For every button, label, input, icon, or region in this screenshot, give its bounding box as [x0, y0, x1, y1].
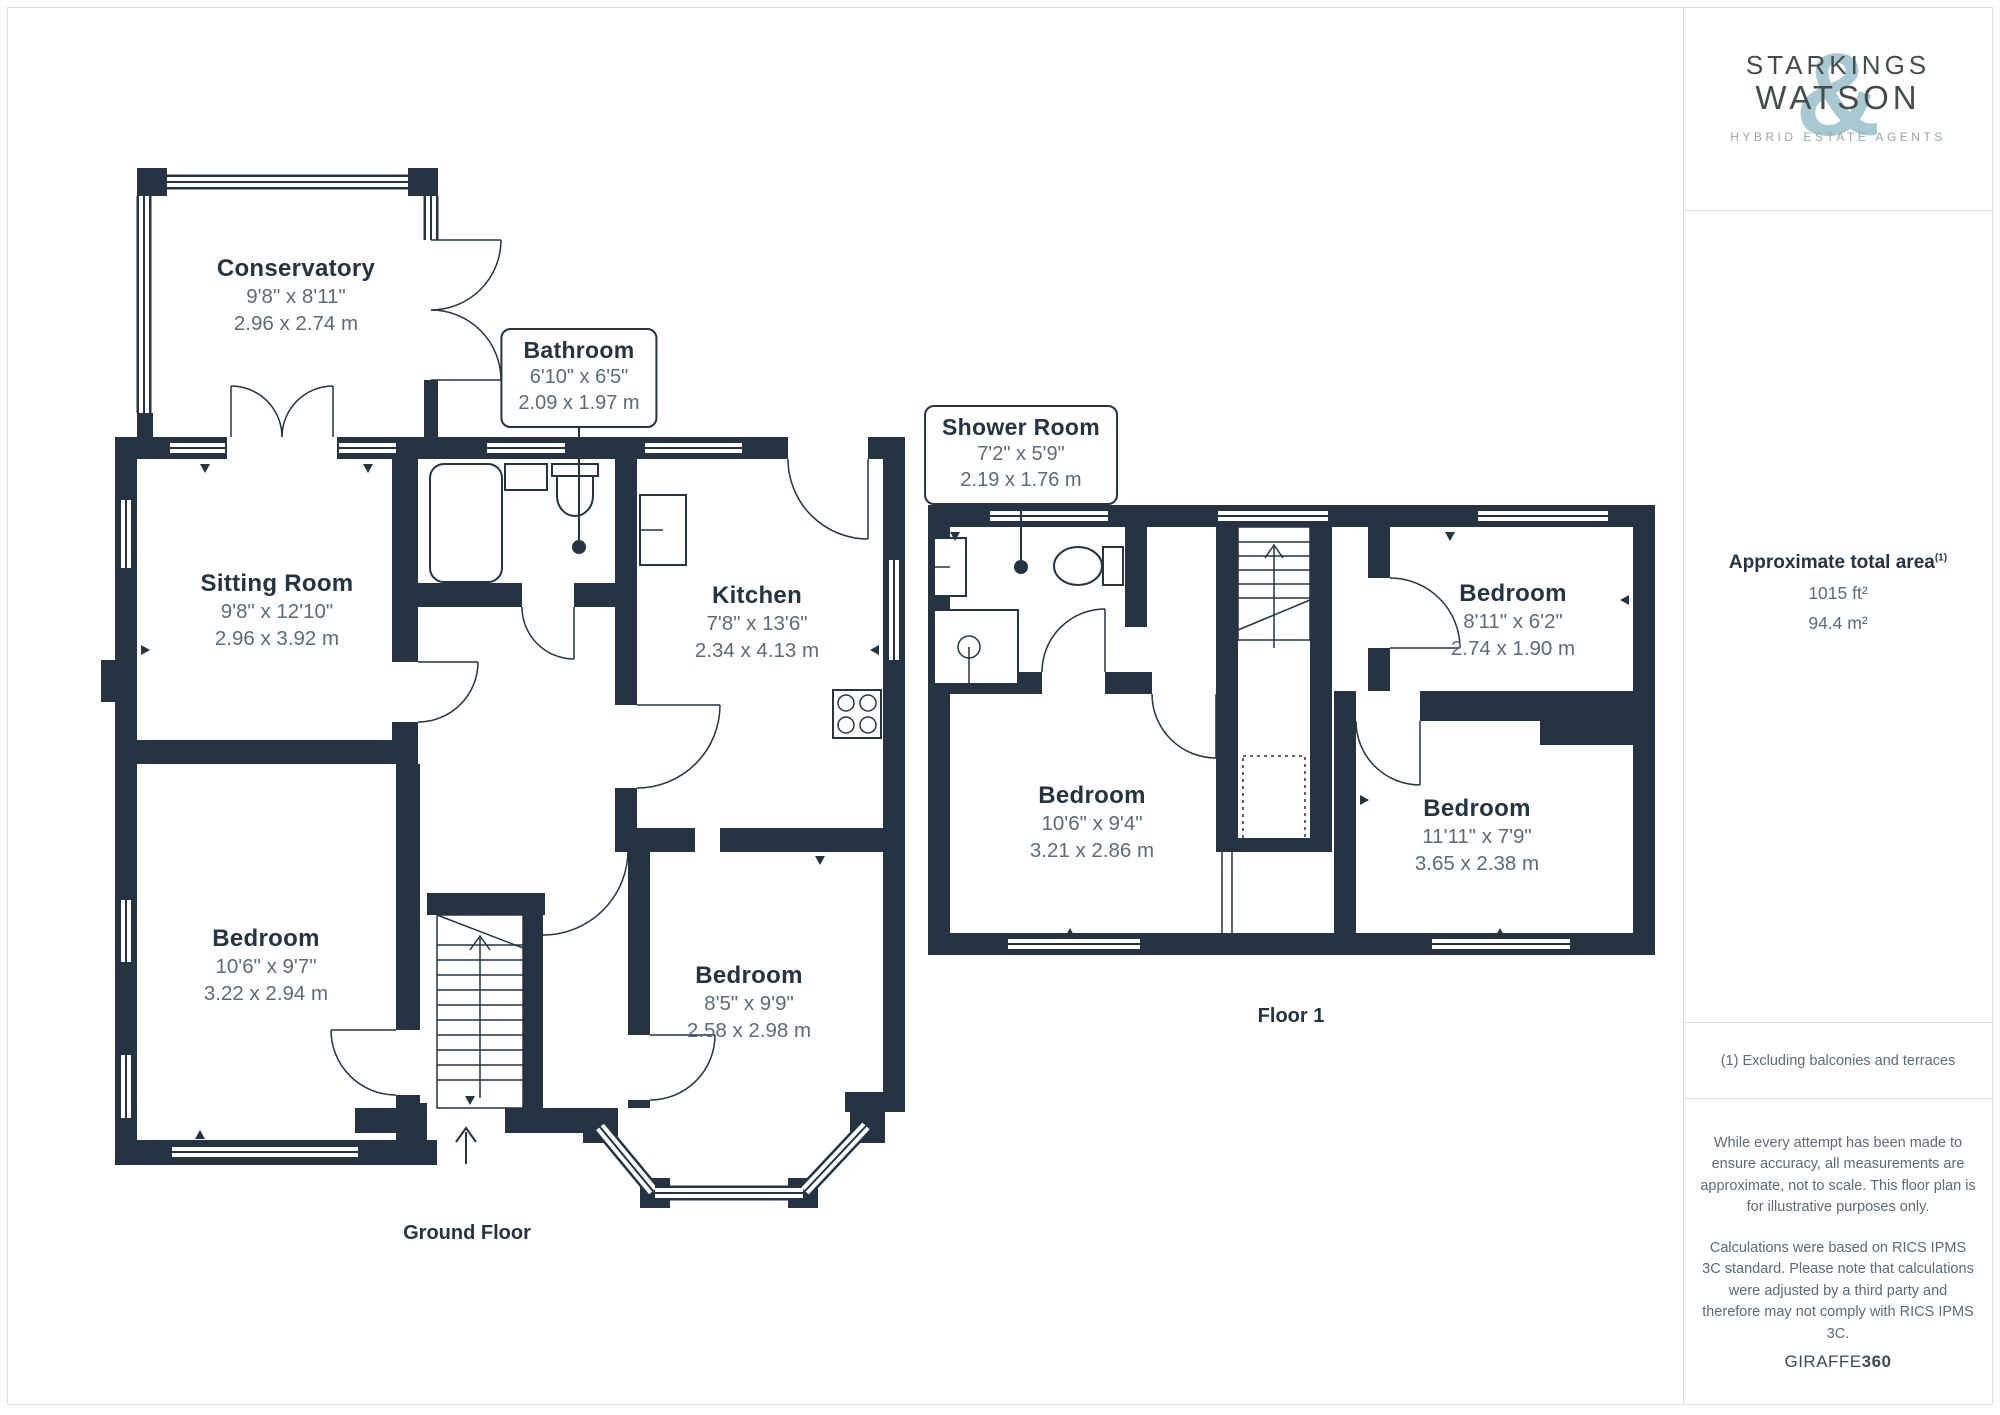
- doors: [330, 606, 721, 1101]
- logo-tagline: HYBRID ESTATE AGENTS: [1730, 130, 1946, 144]
- interior-walls: [928, 505, 1633, 933]
- ground-floor-label: Ground Floor: [403, 1222, 531, 1244]
- window: [799, 1120, 872, 1197]
- room-label-kitchen: Kitchen 7'8" x 13'6" 2.34 x 4.13 m: [694, 582, 820, 663]
- toilet-icon: [1053, 546, 1124, 586]
- stairs-icon: [1237, 526, 1311, 648]
- total-area-title: Approximate total area(1): [1728, 552, 1948, 573]
- window: [594, 1122, 659, 1196]
- room-label-bedroom-f1-br: Bedroom 11'11" x 7'9" 3.65 x 2.38 m: [1414, 795, 1540, 876]
- total-area-imperial: 1015 ft²: [1808, 583, 1868, 603]
- doors: [1041, 577, 1461, 786]
- bay-window: [583, 1108, 885, 1208]
- total-area-metric: 94.4 m²: [1808, 613, 1868, 633]
- footnote-text: (1) Excluding balconies and terraces: [1720, 1053, 1956, 1069]
- hob-icon: [832, 689, 882, 739]
- sink-icon: [504, 463, 548, 491]
- logo-ampersand-icon: &: [1795, 29, 1881, 161]
- callout-bathroom: Bathroom 6'10" x 6'5" 2.09 x 1.97 m: [500, 328, 658, 428]
- agency-logo: & STARKINGS WATSON HYBRID ESTATE AGENTS: [1698, 36, 1978, 154]
- callout-dot: [1014, 560, 1028, 574]
- frame-right: [1992, 7, 1993, 1405]
- camera-markers: [950, 532, 1629, 937]
- stairs-icon: [436, 914, 524, 1109]
- sidebar-divider-note-bottom: [1683, 1098, 1993, 1099]
- frame-bottom: [7, 1404, 1993, 1405]
- leader-line: [572, 420, 586, 554]
- frame-left: [7, 7, 8, 1405]
- camera-markers: [141, 464, 879, 1139]
- room-label-sitting-room: Sitting Room 9'8" x 12'10" 2.96 x 3.92 m: [200, 570, 354, 651]
- room-label-bedroom-gf-bay: Bedroom 8'5" x 9'9" 2.58 x 2.98 m: [686, 962, 812, 1043]
- sidebar-divider: [1683, 7, 1684, 1405]
- sidebar-divider-note-top: [1683, 1022, 1993, 1023]
- disclaimer-rics: Calculations were based on RICS IPMS 3C …: [1702, 1240, 1974, 1342]
- leader-line: [1014, 495, 1028, 574]
- double-door: [430, 239, 502, 381]
- entrance-arrow: [455, 1126, 477, 1164]
- door: [787, 437, 869, 540]
- giraffe360-brand: GIRAFFE360: [1784, 1352, 1892, 1371]
- kitchen-sink-icon: [639, 494, 687, 566]
- room-label-bedroom-f1-bl: Bedroom 10'6" x 9'4" 3.21 x 2.86 m: [1029, 782, 1155, 863]
- callout-shower-room: Shower Room 7'2" x 5'9" 2.19 x 1.76 m: [924, 405, 1118, 505]
- disclaimer-accuracy: While every attempt has been made to ens…: [1700, 1135, 1976, 1216]
- sink-icon: [933, 537, 967, 597]
- total-area-block: Approximate total area(1) 1015 ft² 94.4 …: [1729, 552, 1947, 634]
- logo-line2: WATSON: [1755, 79, 1921, 116]
- wardrobe-dashed: [1221, 755, 1306, 933]
- toilet-icon: [551, 463, 599, 517]
- ground-floor-plan: [101, 168, 905, 1208]
- room-label-bedroom-f1-tr: Bedroom 8'11" x 6'2" 2.74 x 1.90 m: [1450, 580, 1576, 661]
- logo-line1: STARKINGS: [1745, 50, 1931, 80]
- frame-top: [7, 7, 1993, 8]
- floor1-plan: [928, 495, 1655, 955]
- room-label-conservatory: Conservatory 9'8" x 8'11" 2.96 x 2.74 m: [216, 255, 376, 336]
- bathtub-icon: [429, 463, 503, 583]
- french-doors: [227, 385, 337, 459]
- sidebar-divider-logo: [1683, 210, 1993, 211]
- interior-walls: [137, 457, 905, 1108]
- floor1-label: Floor 1: [1257, 1005, 1325, 1027]
- callout-dot: [572, 540, 586, 554]
- room-label-bedroom-gf-left: Bedroom 10'6" x 9'7" 3.22 x 2.94 m: [203, 925, 329, 1006]
- footnote-ref: (1): [1934, 552, 1948, 564]
- conservatory-structure: [136, 168, 502, 445]
- shower-tray-icon: [933, 609, 1019, 685]
